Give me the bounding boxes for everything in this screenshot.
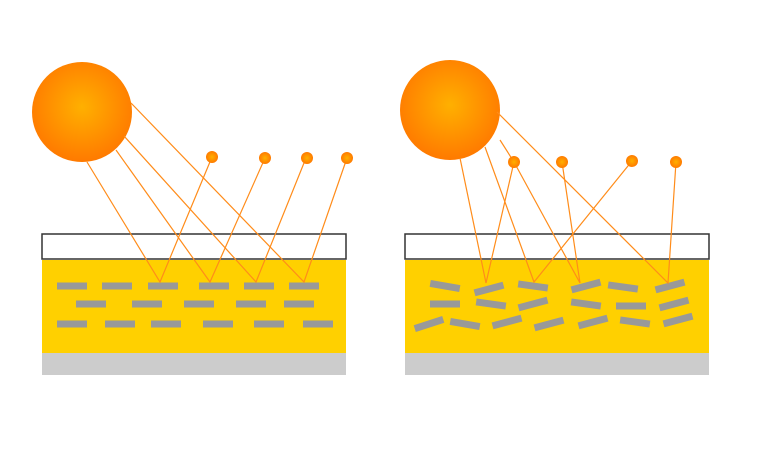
light-ray xyxy=(130,102,348,284)
flake xyxy=(517,280,549,292)
flake xyxy=(430,300,460,308)
flake xyxy=(151,320,181,328)
flake xyxy=(236,300,266,308)
flake xyxy=(76,300,106,308)
flake xyxy=(199,282,229,290)
reflected-light-point xyxy=(206,151,218,163)
reflected-light-point xyxy=(301,152,313,164)
flake xyxy=(132,300,162,308)
clear-coat-layer xyxy=(404,233,710,260)
flake xyxy=(57,320,87,328)
flake xyxy=(475,298,507,310)
flake xyxy=(491,314,523,330)
reflected-light-point xyxy=(508,156,520,168)
light-ray xyxy=(484,146,633,284)
flake xyxy=(616,302,646,310)
light-ray xyxy=(499,139,581,284)
flake xyxy=(662,312,694,328)
flake xyxy=(654,278,686,294)
flake xyxy=(517,296,549,312)
right-panel-random-flakes xyxy=(400,60,710,375)
light-ray xyxy=(86,156,213,284)
flake xyxy=(244,282,274,290)
light-ray xyxy=(115,149,266,284)
flake xyxy=(148,282,178,290)
reflected-light-point xyxy=(341,152,353,164)
reflected-light-point xyxy=(556,156,568,168)
flake xyxy=(577,314,609,330)
substrate-layer xyxy=(405,353,709,375)
clear-coat-layer xyxy=(41,233,347,260)
flake xyxy=(533,316,565,332)
flake xyxy=(658,296,690,312)
flake xyxy=(570,298,602,310)
reflected-light-point xyxy=(670,156,682,168)
light-ray xyxy=(123,135,307,284)
flake xyxy=(303,320,333,328)
flake xyxy=(473,281,505,297)
flake xyxy=(607,281,639,293)
flake xyxy=(570,278,602,294)
flake xyxy=(203,320,233,328)
sun-icon xyxy=(400,60,500,160)
flake xyxy=(619,316,651,328)
flake xyxy=(413,316,445,332)
flake xyxy=(449,317,481,331)
substrate-layer xyxy=(42,353,346,375)
flake xyxy=(429,279,461,293)
sun-icon xyxy=(32,62,132,162)
left-panel-aligned-flakes xyxy=(32,62,353,375)
flake xyxy=(284,300,314,308)
flake xyxy=(254,320,284,328)
reflected-light-point xyxy=(259,152,271,164)
reflected-light-point xyxy=(626,155,638,167)
light-ray xyxy=(496,111,677,285)
flake xyxy=(57,282,87,290)
flake xyxy=(184,300,214,308)
flake xyxy=(289,282,319,290)
flake xyxy=(105,320,135,328)
flake xyxy=(102,282,132,290)
